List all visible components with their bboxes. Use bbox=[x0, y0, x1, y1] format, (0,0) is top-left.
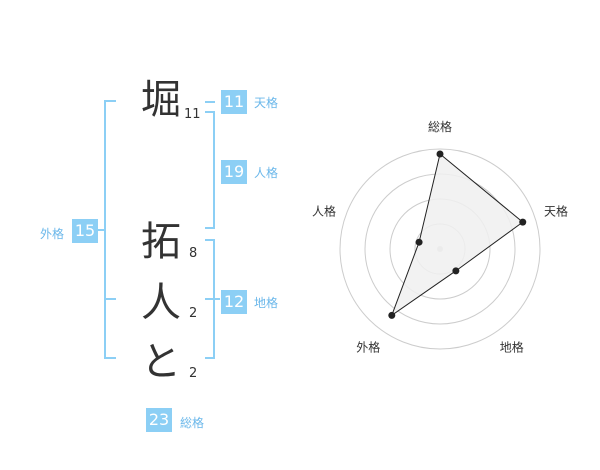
chikaku-label: 地格 bbox=[254, 296, 279, 310]
radar-point-1 bbox=[519, 218, 527, 226]
radar-point-0 bbox=[436, 150, 444, 158]
radar-axis-label-2: 地格 bbox=[500, 340, 524, 355]
radar-ring bbox=[339, 148, 541, 350]
name-char-3: 人 bbox=[141, 280, 181, 326]
jinkaku-label: 人格 bbox=[254, 166, 279, 180]
radar-axis-label-4: 人格 bbox=[312, 203, 336, 218]
radar-polygon bbox=[390, 153, 524, 317]
stroke-count-2: 8 bbox=[189, 246, 198, 261]
gaikaku-badge: 15 bbox=[72, 219, 98, 243]
radar-point-2 bbox=[452, 267, 460, 275]
name-char-2: 拓 bbox=[141, 219, 181, 265]
radar-axis-label-3: 外格 bbox=[356, 340, 380, 355]
soukaku-badge: 23 bbox=[146, 408, 172, 432]
stroke-count-1: 11 bbox=[184, 107, 201, 122]
tenkaku-badge: 11 bbox=[221, 90, 247, 114]
radar-axis-label-0: 総格 bbox=[428, 119, 452, 134]
chikaku-badge: 12 bbox=[221, 290, 247, 314]
name-char-1: 堀 bbox=[141, 77, 181, 123]
radar-axis-label-1: 天格 bbox=[544, 203, 568, 218]
stroke-count-3: 2 bbox=[189, 306, 198, 321]
radar-point-4 bbox=[415, 238, 423, 246]
soukaku-label: 総格 bbox=[180, 416, 205, 430]
name-char-4: と bbox=[141, 339, 181, 385]
tenkaku-label: 天格 bbox=[254, 96, 279, 110]
radar-point-3 bbox=[388, 311, 396, 319]
jinkaku-badge: 19 bbox=[221, 160, 247, 184]
gaikaku-label: 外格 bbox=[40, 227, 65, 241]
stroke-count-4: 2 bbox=[189, 366, 198, 381]
